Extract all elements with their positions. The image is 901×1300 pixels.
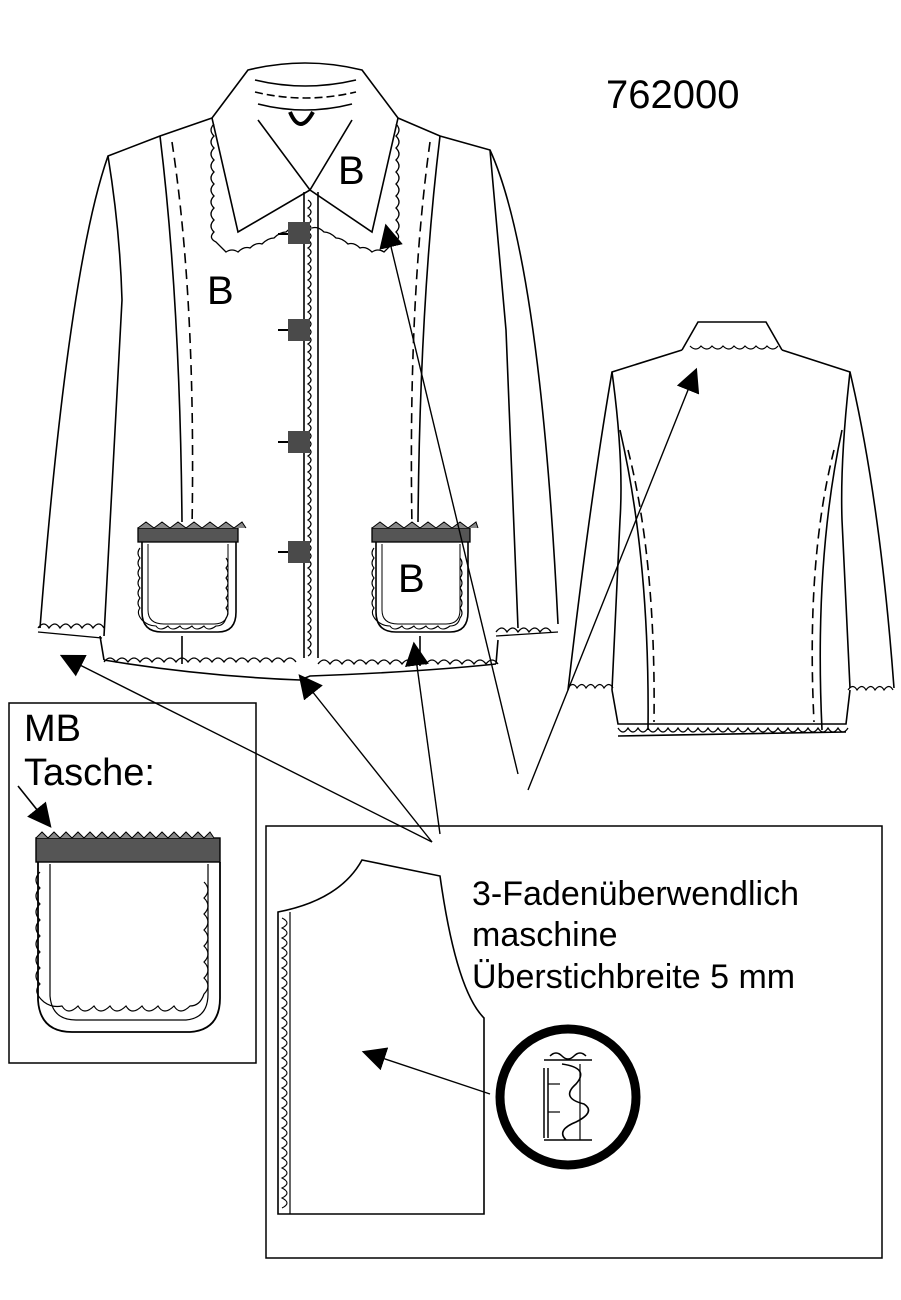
model-number: 762000	[606, 73, 740, 117]
arrow-to-collar	[379, 223, 519, 775]
arrow-to-pocket-tape	[17, 785, 52, 828]
collar-right	[308, 117, 399, 234]
front-panel-label: B	[207, 269, 234, 313]
stitch-description-line2: maschine	[472, 916, 618, 955]
inset-title-line1: MB	[24, 708, 81, 750]
arrow-to-garment-piece	[361, 1047, 491, 1095]
collar-stand	[211, 62, 399, 119]
jacket-body-right	[397, 117, 559, 625]
overlock-trim-front	[37, 123, 559, 666]
jacket-back-view	[567, 321, 895, 737]
button-1	[278, 222, 310, 244]
stitch-description-line1: 3-Fadenüberwendlich	[472, 875, 799, 913]
hanger-loop	[288, 111, 315, 126]
button-2	[278, 319, 310, 341]
overlock-stitch-icon	[495, 1024, 641, 1170]
garment-piece	[277, 859, 485, 1215]
buttons	[278, 222, 310, 563]
pointer-arrows	[59, 223, 700, 843]
inset-title-line2: Tasche:	[24, 752, 155, 794]
arrow-to-back-collar	[527, 367, 700, 791]
pocket-right	[371, 521, 479, 633]
stitch-description: 3-Fadenüberwendlich maschine Überstichbr…	[472, 874, 799, 998]
overlock-trim-back	[567, 345, 894, 733]
detail-panel	[265, 825, 883, 1259]
inset-pocket-box	[8, 702, 257, 1064]
button-4	[278, 541, 310, 563]
collar-label: B	[338, 149, 365, 193]
arrow-to-pocket	[405, 641, 441, 835]
arrow-to-sleeve-cuff	[59, 654, 433, 843]
pocket-left	[137, 521, 247, 633]
jacket-front-view	[39, 62, 559, 681]
stitch-description-line3: Überstichbreite 5 mm	[472, 957, 796, 996]
jacket-body-left	[39, 117, 213, 629]
arrow-to-front-hem	[298, 674, 433, 843]
button-3	[278, 431, 310, 453]
collar-left	[211, 117, 312, 234]
pocket-label: B	[398, 557, 425, 601]
